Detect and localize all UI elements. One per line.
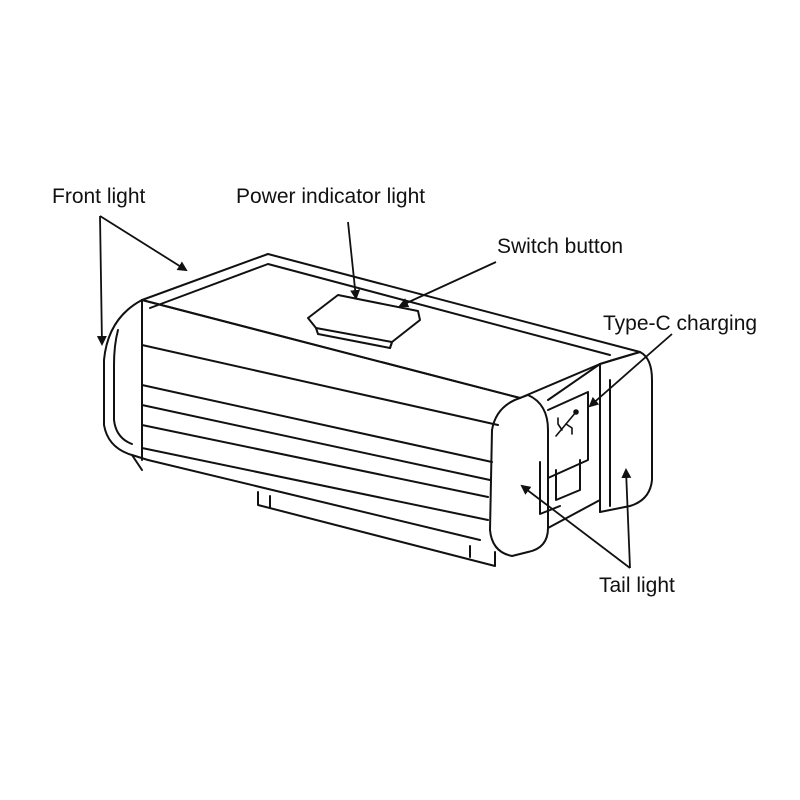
switch-button-shape	[307, 294, 421, 349]
type-c-charging-label: Type-C charging	[603, 312, 758, 335]
power-indicator-arrow	[347, 221, 361, 300]
power-indicator-label: Power indicator light	[236, 185, 426, 208]
switch-button-arrow	[398, 261, 497, 308]
type-c-arrow	[588, 333, 673, 408]
tail-light-label: Tail light	[599, 574, 675, 597]
switch-button-label: Switch button	[497, 235, 624, 258]
tail-light-arrow-2	[621, 468, 632, 569]
front-light-arrow-1	[99, 215, 188, 272]
light-body	[103, 253, 653, 557]
front-light-arrow-2	[96, 215, 107, 346]
mount-bracket	[257, 491, 496, 567]
callout-arrows	[96, 215, 673, 569]
tail-light-arrow-1	[520, 484, 631, 569]
front-light-label: Front light	[52, 185, 146, 208]
usb-icon	[555, 409, 579, 437]
